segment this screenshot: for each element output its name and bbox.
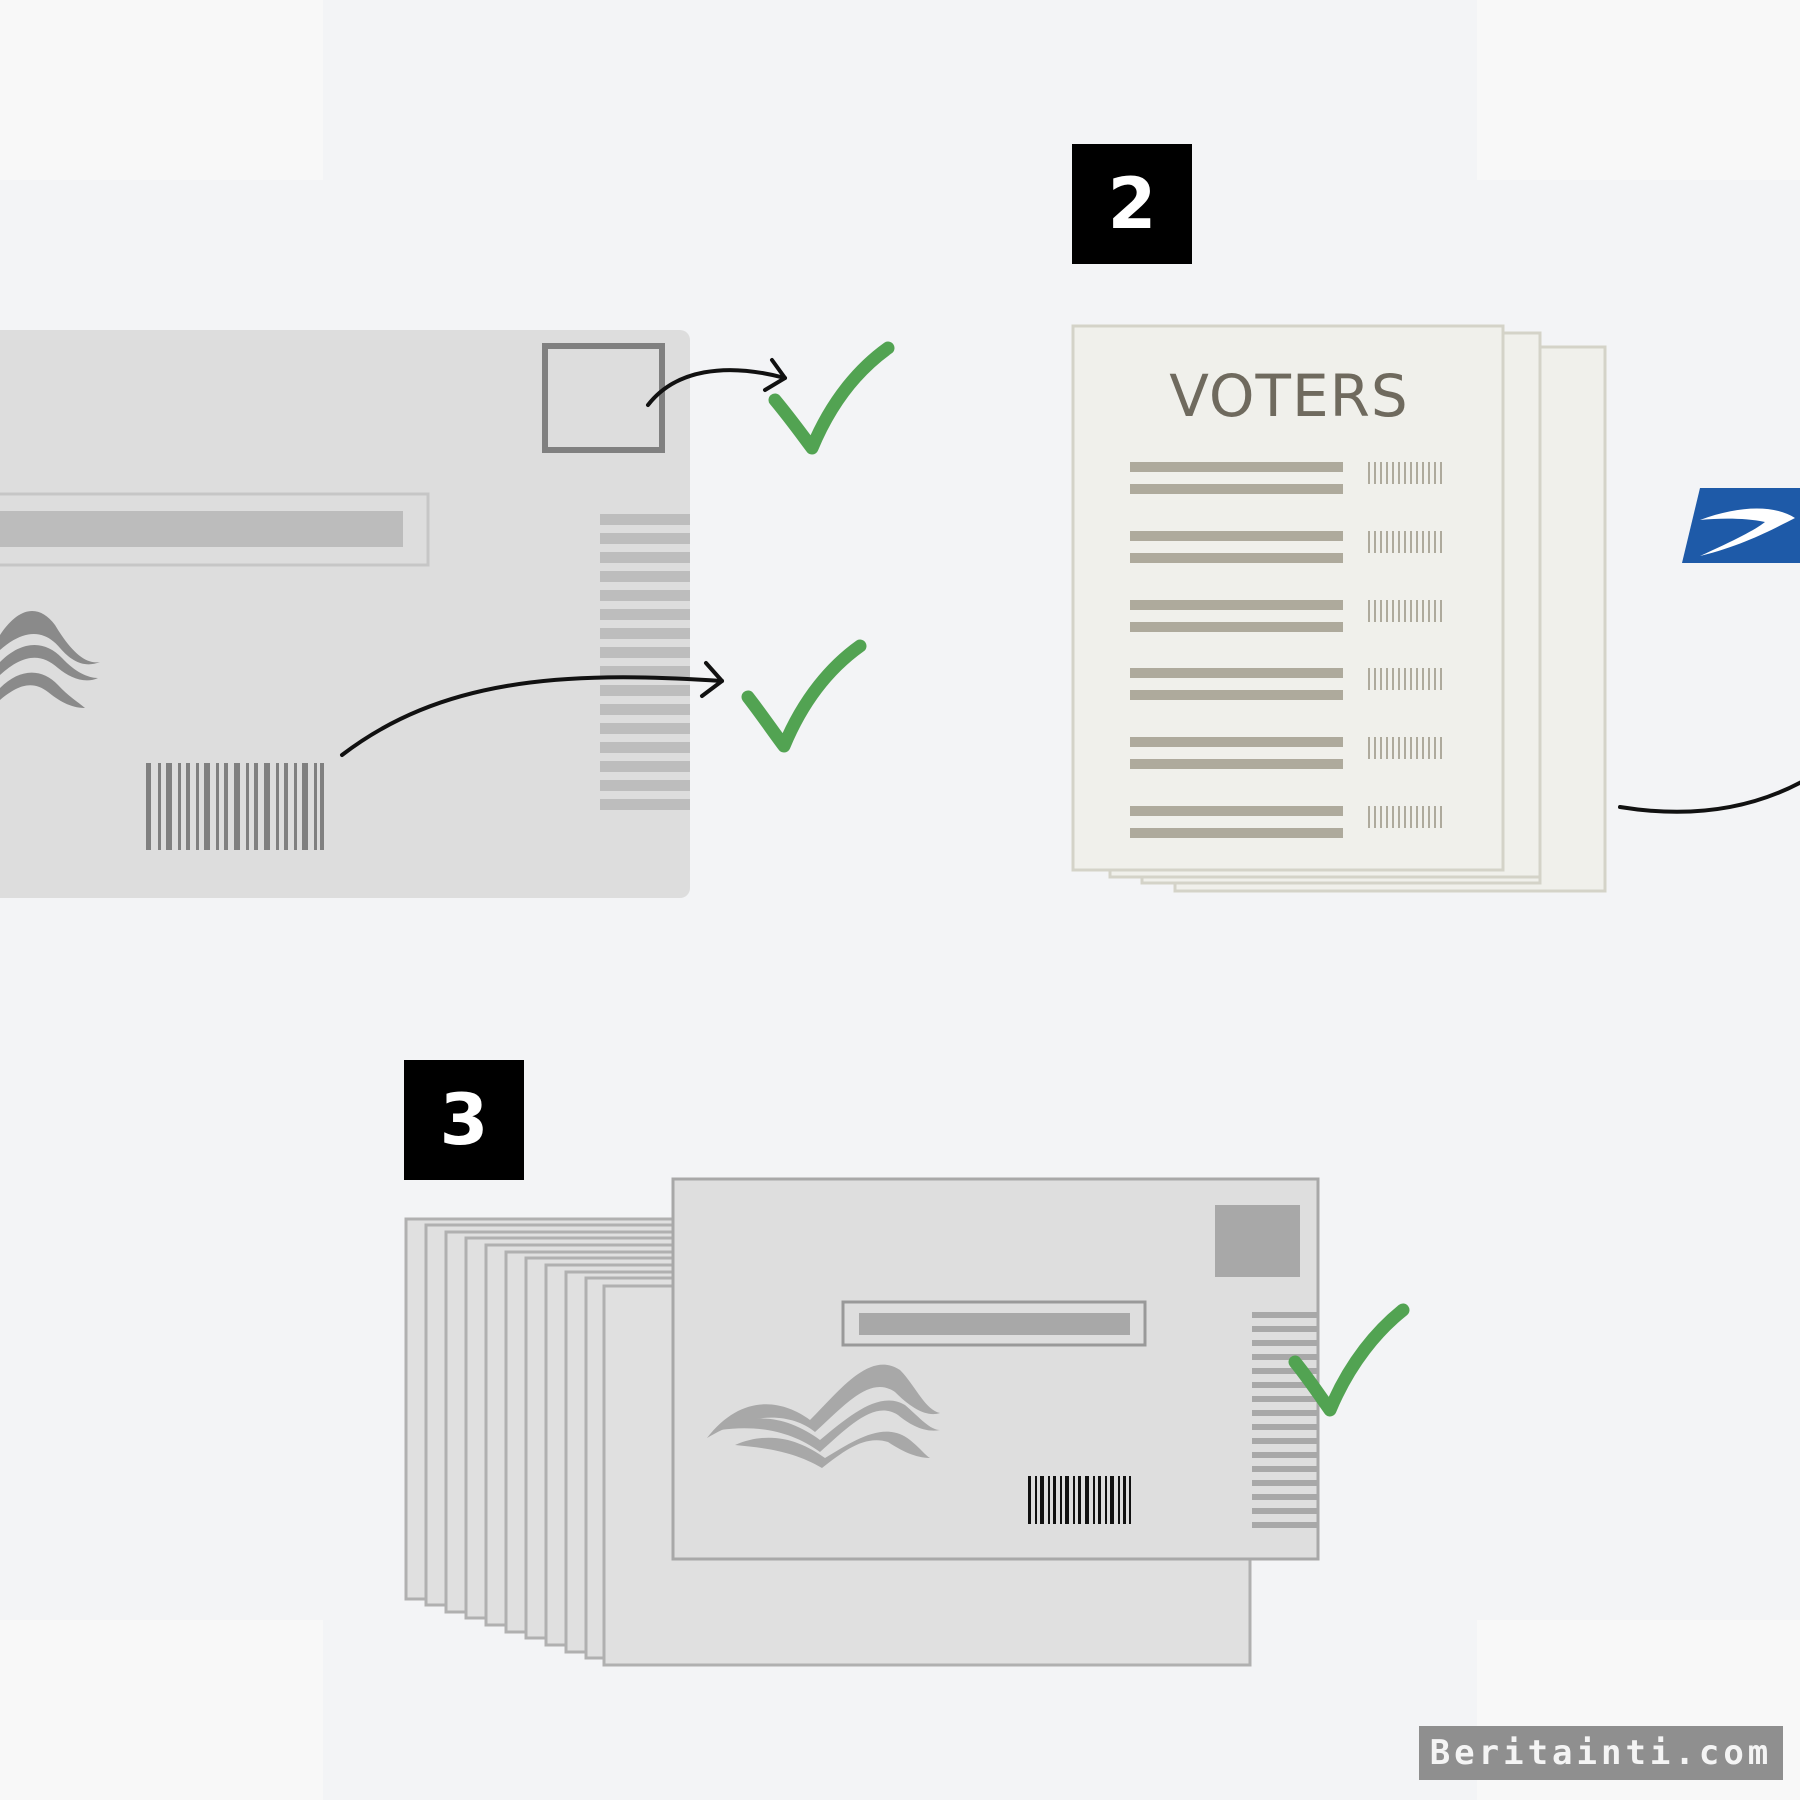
usps-eagle-icon bbox=[1682, 488, 1800, 563]
voters-title: VOTERS bbox=[1169, 362, 1409, 430]
step1-envelope bbox=[0, 330, 690, 898]
watermark: Beritainti.com bbox=[1419, 1726, 1783, 1780]
corner-top-left bbox=[0, 0, 323, 180]
barcode-icon bbox=[1028, 1476, 1131, 1524]
side-stripes bbox=[1252, 1312, 1318, 1528]
corner-top-right bbox=[1477, 0, 1800, 180]
address-bar bbox=[859, 1313, 1130, 1335]
wave-logo-icon bbox=[0, 611, 100, 708]
stamp bbox=[1215, 1205, 1300, 1277]
check-icon bbox=[1288, 1303, 1410, 1417]
corner-bottom-left bbox=[0, 1620, 323, 1800]
wave-logo-icon bbox=[707, 1364, 940, 1468]
voters-list-stack bbox=[1071, 324, 1607, 893]
step-2-badge: 2 bbox=[1072, 144, 1192, 264]
address-field bbox=[0, 492, 430, 567]
check-icon bbox=[741, 639, 867, 753]
stamp-box bbox=[542, 343, 665, 453]
voter-barcodes bbox=[1368, 462, 1442, 828]
barcode-icon bbox=[146, 763, 324, 850]
connector-line bbox=[1618, 780, 1800, 814]
arrow-icon bbox=[340, 661, 724, 757]
step3-front-envelope bbox=[671, 1177, 1320, 1561]
address-field bbox=[841, 1300, 1147, 1347]
arrow-icon bbox=[646, 358, 787, 407]
check-icon bbox=[768, 341, 895, 455]
side-stripes bbox=[600, 514, 690, 810]
step-3-badge: 3 bbox=[404, 1060, 524, 1180]
voter-lines bbox=[1130, 462, 1343, 838]
address-bar bbox=[0, 511, 403, 547]
